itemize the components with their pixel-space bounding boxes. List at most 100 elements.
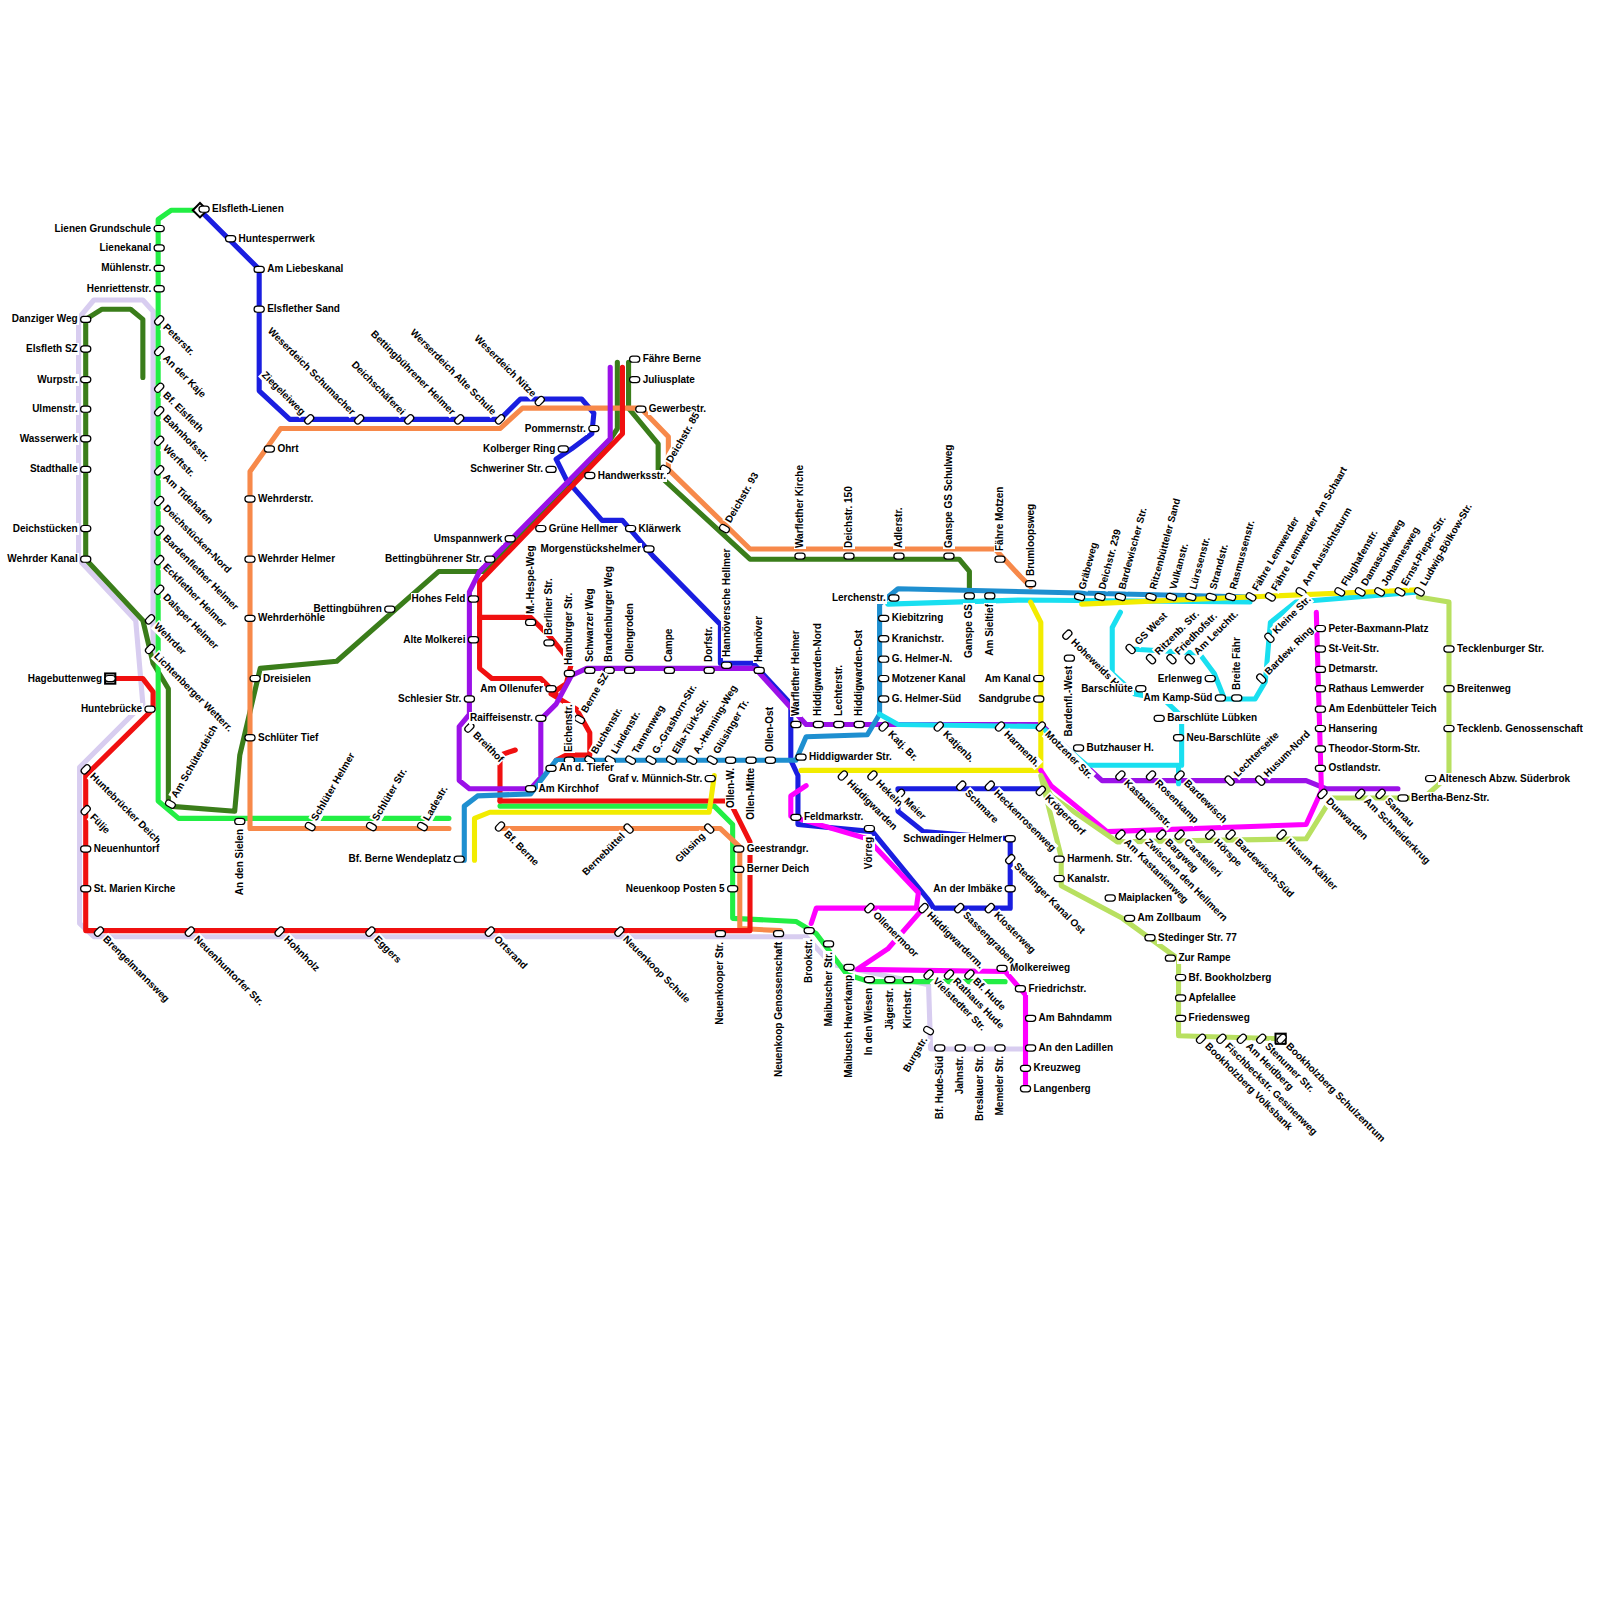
stop-label: Kreuzweg [1033,1062,1082,1074]
stop-marker [1124,915,1134,921]
stop-marker [879,676,889,682]
stop-marker [964,593,974,599]
stop-label: Bernebüttel [579,829,628,878]
stop-label: Brumloopsweg [1025,502,1037,576]
stop-marker [804,928,814,934]
stop-label: Hohes Feld [411,593,467,605]
stop-marker [1334,587,1346,597]
stop-label: Am Ollenufer [479,683,544,695]
stop-label: Fülje [86,811,112,837]
stop-marker [1166,593,1177,602]
stop-marker [81,316,91,322]
stop-marker [303,414,315,426]
stop-label: Grüne Hellmer [548,523,619,535]
stop-marker [81,526,91,532]
stop-label: Kranichstr. [891,633,945,645]
stop-marker [1224,775,1236,787]
stop-marker [454,856,464,862]
stop-label: Detmarstr. [1327,663,1378,675]
stop-marker [1315,646,1325,652]
stop-marker [494,414,506,426]
stop-marker [1035,785,1047,797]
route-line [1082,590,1419,604]
stop-marker [93,926,105,938]
stop-label: Schlüter Str. [370,765,411,824]
stop-label: Breithof [470,728,507,765]
stop-marker [485,556,495,562]
stop-marker [468,596,478,602]
stop-label: Huntebrücke [80,703,143,715]
stop-marker [536,715,546,721]
stop-marker [574,714,586,724]
stop-label: Wasserwerk [19,433,79,445]
stop-label: Katjenb. [939,727,977,765]
stop-marker [879,615,889,621]
stop-marker [585,667,595,673]
route-line [86,319,618,811]
stop-marker [974,1045,984,1051]
stop-marker [773,931,783,937]
stop-label: Lienen Grundschule [53,223,152,235]
route-line [464,589,1250,860]
stop-marker [1154,715,1164,721]
stop-label: Maibusch Haverkamp [843,974,855,1079]
stop-label: Hannöver [753,615,765,663]
stop-label: Jägerstr. [884,987,896,1031]
stop-marker [791,814,801,820]
stop-marker [728,886,738,892]
stop-label: Ziegeleiweg [258,369,308,419]
stop-marker [623,823,635,835]
stop-label: Neuenkoop Posten 5 [625,883,726,895]
stop-marker [81,406,91,412]
stop-marker [1115,593,1126,602]
stop-marker [734,866,744,872]
stop-marker [1315,746,1325,752]
stop-label: Bettingbührener Str. [384,553,483,565]
route-line [500,829,781,931]
stop-label: Warflether Kirche [794,464,806,549]
stop-marker [625,755,637,765]
stop-label: Stedinger Kanal Ost [1011,860,1088,937]
stop-marker [1020,1086,1030,1092]
stop-marker [1005,886,1015,892]
stop-marker [1074,593,1085,602]
stop-label: Elsfleth SZ [25,343,79,355]
stop-marker [644,546,654,552]
stop-marker [626,526,636,532]
route-line [158,210,449,818]
stop-label: Schweriner Str. [469,463,544,475]
stop-marker [894,553,904,559]
stop-marker [1264,632,1276,644]
stop-marker [274,926,286,938]
stop-marker [834,721,844,727]
stop-marker [1254,775,1266,787]
stop-label: Henriettenstr. [86,283,152,295]
stop-marker [1354,587,1366,597]
stop-label: An den Ladillen [1038,1042,1114,1054]
stop-marker [1185,593,1196,602]
stop-marker [1276,1033,1288,1045]
stop-marker [536,526,546,532]
stop-label: Motzener Kanal [891,673,967,685]
stop-marker [1232,695,1242,701]
stop-label: Meier [901,795,929,823]
stop-marker [903,977,913,983]
stop-label: Am Kanal [984,673,1032,685]
stop-marker [1375,788,1387,800]
stop-label: Breitenweg [1456,683,1512,695]
stop-marker [1444,686,1454,692]
stop-label: Neuenkooper Str. [714,941,726,1026]
stop-marker [864,977,874,983]
stop-label: Stadthalle [29,463,79,475]
stop-marker [403,414,415,426]
stop-marker [923,1025,935,1035]
stop-label: Memeler Str. [994,1055,1006,1116]
stop-label: Ulmenstr. [31,403,79,415]
stop-label: Weserdeich Schumacher [265,325,359,419]
stop-label: Neuenkoop Genossenschaft [773,941,785,1078]
route-line [801,602,1041,770]
stop-marker [250,676,260,682]
stop-marker [484,926,496,938]
route-line [480,367,623,760]
stop-marker [1413,587,1425,597]
